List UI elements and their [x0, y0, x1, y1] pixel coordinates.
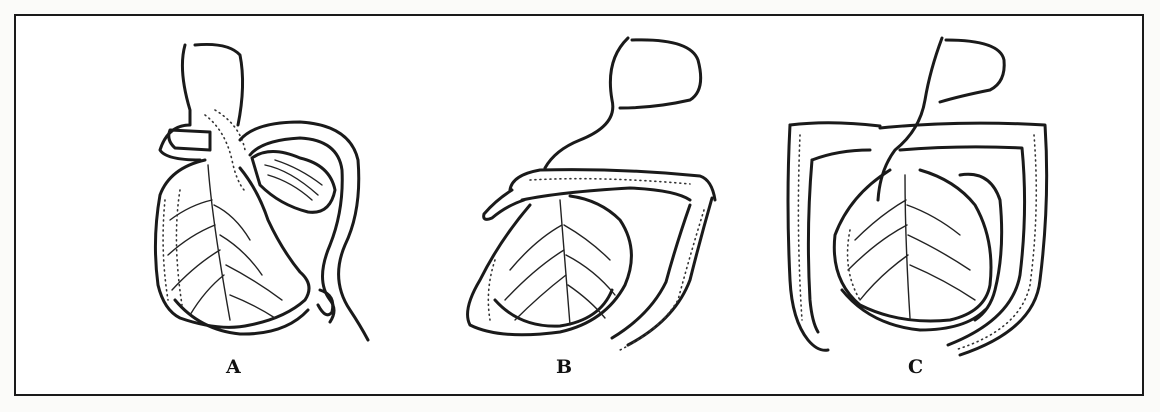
panel-label-c: C: [908, 356, 923, 378]
panel-label-b: B: [556, 356, 572, 378]
panel-c-drawing: [788, 38, 1047, 355]
panel-label-a: A: [226, 356, 241, 378]
panel-a-drawing: [155, 44, 368, 340]
panel-b-drawing: [468, 38, 715, 350]
